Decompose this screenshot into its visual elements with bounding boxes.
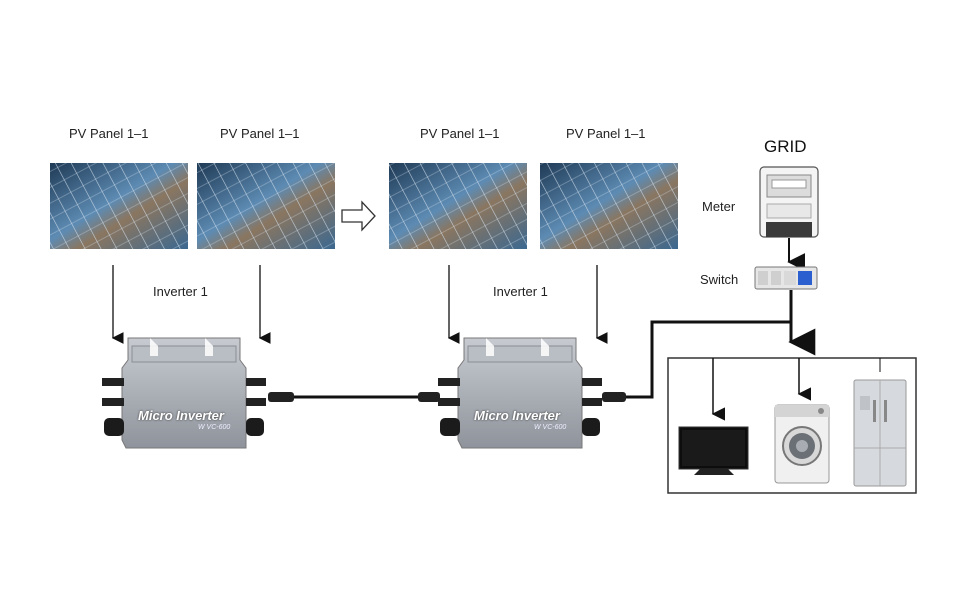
pv-panel-3 <box>389 163 527 249</box>
inverter-label-1: Inverter 1 <box>153 284 208 299</box>
ac-trunk-cable <box>268 392 440 402</box>
panel-label-1: PV Panel 1–1 <box>69 126 149 141</box>
inverter-label-2: Inverter 1 <box>493 284 548 299</box>
inverter-brand-2: Micro Inverter <box>474 408 560 423</box>
panel-label-3: PV Panel 1–1 <box>420 126 500 141</box>
micro-inverter-2 <box>438 337 602 449</box>
washing-machine-icon <box>774 404 830 484</box>
inverter-brand-1: Micro Inverter <box>138 408 224 423</box>
pv-panel-4 <box>540 163 678 249</box>
inverter-model-2: W VC-600 <box>534 424 567 431</box>
tv-icon <box>678 426 749 475</box>
micro-inverter-1 <box>102 337 266 449</box>
meter-label: Meter <box>702 199 736 214</box>
hollow-arrow-icon <box>341 200 376 232</box>
switch-label: Switch <box>700 272 739 287</box>
pv-panel-1 <box>50 163 188 249</box>
ac-output-cable <box>602 320 792 402</box>
grid-title: GRID <box>764 137 807 156</box>
refrigerator-icon <box>853 379 907 487</box>
panel-label-4: PV Panel 1–1 <box>566 126 646 141</box>
inverter-model-1: W VC-600 <box>198 424 231 431</box>
pv-panel-2 <box>197 163 335 249</box>
panel-label-2: PV Panel 1–1 <box>220 126 300 141</box>
electricity-meter-icon <box>759 166 819 238</box>
circuit-breaker-switch-icon <box>754 266 818 290</box>
